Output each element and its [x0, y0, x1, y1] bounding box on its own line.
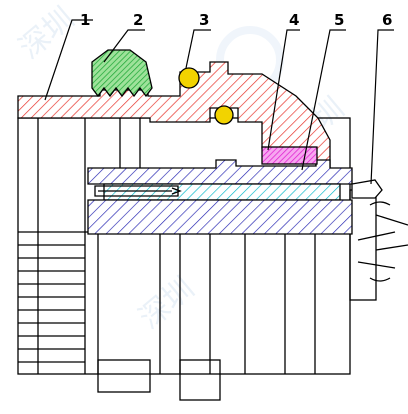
callout-4: 4 — [289, 11, 299, 29]
rear-pin-part-6 — [351, 179, 383, 199]
outer-shell-part-1 — [17, 61, 331, 169]
callout-3: 3 — [199, 11, 209, 29]
callout-labels: 1 2 3 4 5 6 — [80, 11, 392, 29]
callout-6: 6 — [382, 11, 392, 29]
callout-leaders — [44, 19, 394, 185]
svg-text:深圳: 深圳 — [13, 1, 81, 66]
inner-body-lower — [87, 199, 353, 235]
callout-5: 5 — [334, 11, 344, 29]
knurl-ribs — [18, 244, 85, 363]
connector-body-outline — [17, 117, 408, 401]
callout-2: 2 — [133, 11, 143, 29]
locking-clip-part-4 — [261, 146, 318, 165]
seal-ring-part-2 — [91, 49, 153, 98]
callout-1: 1 — [80, 11, 90, 29]
o-ring-part-3 — [178, 67, 200, 89]
o-ring-inner — [214, 105, 234, 125]
svg-text:深圳: 深圳 — [133, 271, 201, 336]
